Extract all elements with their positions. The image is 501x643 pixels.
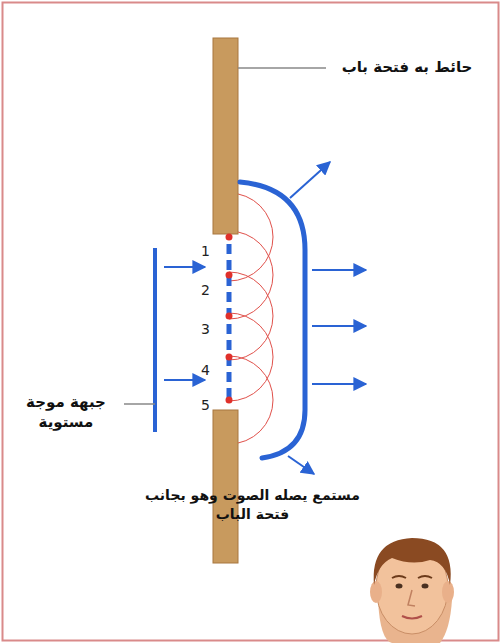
- wavelet: [229, 272, 273, 360]
- source-dot: [226, 234, 233, 241]
- mouth: [402, 616, 422, 619]
- callout-number: 3: [190, 320, 210, 339]
- wall-upper: [213, 38, 238, 234]
- opening-wavefront: [227, 244, 232, 400]
- callout-number: 4: [190, 361, 210, 380]
- diffracted-arrow: [312, 325, 366, 327]
- source-dot: [226, 272, 233, 279]
- callout-number: 2: [190, 281, 210, 300]
- diffracted-arrow: [288, 456, 314, 474]
- wavelet: [229, 231, 273, 319]
- callout-number: 1: [190, 242, 210, 261]
- eyebrow: [418, 576, 432, 578]
- nose: [408, 590, 415, 606]
- frame: [3, 3, 499, 641]
- eye: [396, 584, 403, 589]
- leader-line: [238, 67, 326, 69]
- ear: [370, 581, 382, 603]
- incident-arrow: [164, 266, 205, 268]
- diffracted-arrow: [312, 383, 366, 385]
- source-dot: [226, 397, 233, 404]
- hair: [374, 538, 451, 585]
- source-dots: [226, 234, 233, 404]
- wall-lower: [213, 410, 238, 563]
- incident-arrow: [164, 379, 205, 381]
- eye: [422, 584, 429, 589]
- callout-number: 5: [190, 396, 210, 415]
- wavefront-label: جبهة موجة مستوية: [12, 392, 120, 433]
- source-dot: [226, 354, 233, 361]
- diffracted-wavefront: [240, 182, 305, 458]
- leader-line: [124, 403, 155, 405]
- diffracted-arrow: [290, 162, 330, 198]
- wall-label: حائط به فتحة باب: [332, 57, 482, 77]
- ear: [442, 581, 454, 603]
- eyebrow: [392, 576, 406, 578]
- diffracted-arrow: [312, 269, 366, 271]
- source-dot: [226, 313, 233, 320]
- wavelet: [229, 313, 273, 401]
- listener-face: [370, 538, 454, 643]
- listener-label: مستمع يصله الصوت وهو بجانب فتحة الباب: [140, 486, 365, 524]
